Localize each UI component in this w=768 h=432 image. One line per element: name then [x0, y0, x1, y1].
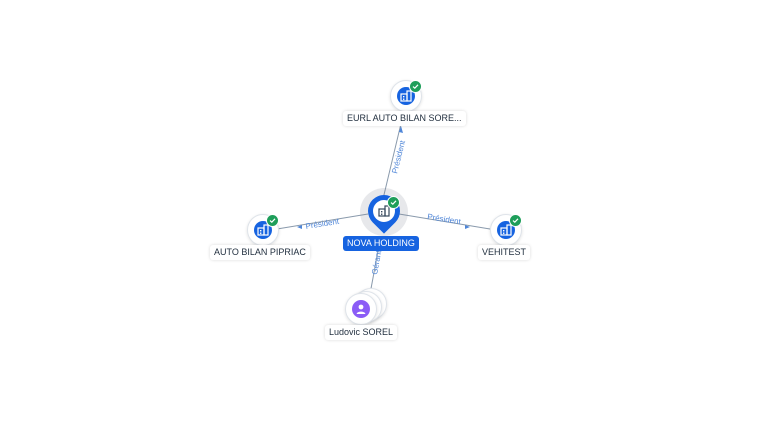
edge-arrow-right — [465, 225, 470, 229]
edge-arrow-top — [399, 126, 403, 133]
edge-bottom — [369, 250, 379, 295]
edge-label-right: Président — [427, 212, 463, 226]
verified-check-icon — [509, 214, 522, 227]
edge-arrow-left — [297, 225, 302, 229]
edge-label-left: Président — [305, 217, 341, 231]
verified-check-icon — [266, 214, 279, 227]
node-ludovic-sorel[interactable] — [345, 288, 389, 328]
edge-left — [276, 213, 369, 230]
edge-right — [398, 213, 491, 230]
node-circle[interactable] — [490, 214, 522, 246]
person-icon — [352, 300, 370, 318]
node-label-eurl-auto-bilan[interactable]: EURL AUTO BILAN SORE... — [343, 111, 466, 126]
building-icon — [378, 205, 390, 217]
verified-check-icon — [387, 196, 400, 209]
node-label-vehitest[interactable]: VEHITEST — [478, 245, 531, 260]
node-label-nova-holding[interactable]: NOVA HOLDING — [343, 236, 419, 251]
verified-check-icon — [409, 80, 422, 93]
edge-label-bottom: Gérant — [370, 249, 383, 275]
node-circle[interactable] — [345, 293, 377, 325]
node-label-ludovic-sorel[interactable]: Ludovic SOREL — [325, 325, 398, 340]
node-nova-holding[interactable] — [360, 188, 408, 236]
node-label-auto-bilan-pipriac[interactable]: AUTO BILAN PIPRIAC — [210, 245, 310, 260]
